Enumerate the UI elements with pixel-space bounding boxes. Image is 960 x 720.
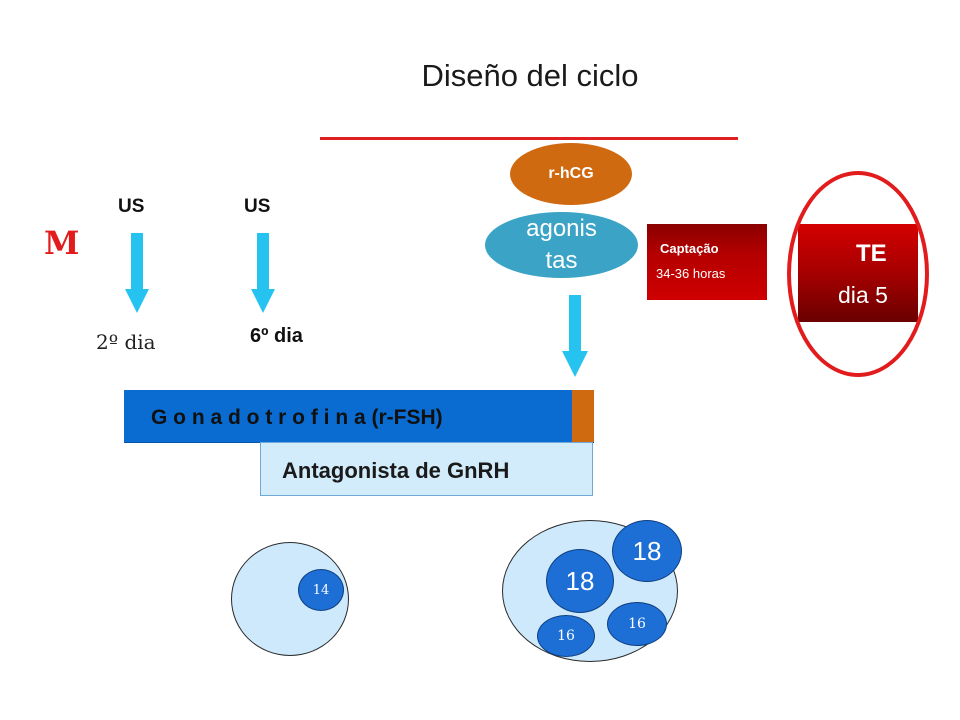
menstruation-marker: M [44,224,80,262]
gonadotropin-label: G o n a d o t r o f i n a (r-FSH) [151,406,443,429]
down-arrow-icon [125,233,149,313]
hcg-ellipse: r-hCG [510,143,632,205]
follicle: 16 [537,615,595,657]
us-label-2: US [244,196,271,217]
agonist-label-line2: tas [545,247,578,274]
retrieval-label: Captação [660,241,719,256]
antagonist-bar: Antagonista de GnRH [260,442,593,496]
follicle-size: 16 [628,616,646,632]
follicle-size: 16 [557,628,575,644]
page-title: Diseño del ciclo [421,58,639,93]
follicle-size: 18 [632,535,662,566]
retrieval-box: Captação 34-36 horas [647,224,767,300]
retrieval-hours: 34-36 horas [656,266,726,281]
title-underline [320,137,738,140]
down-arrow-icon [562,295,588,377]
hcg-label: r-hCG [548,165,594,182]
us-label-1: US [118,196,145,217]
follicle: 18 [546,549,614,613]
day-2-label: 2º dia [96,330,156,354]
antagonist-label: Antagonista de GnRH [282,458,510,483]
follicle: 18 [612,520,682,582]
follicle-size: 18 [565,565,595,596]
highlight-ring [787,171,929,377]
follicle-size: 14 [312,582,330,598]
follicle: 14 [298,569,344,611]
gonadotropin-bar-end [572,390,594,442]
gonadotropin-bar: G o n a d o t r o f i n a (r-FSH) [124,390,594,442]
day-6-label: 6º dia [250,325,303,347]
agonist-label-line1: agonis [526,215,597,242]
follicle: 16 [607,602,667,646]
agonist-ellipse: agonis tas [485,212,638,278]
down-arrow-icon [251,233,275,313]
